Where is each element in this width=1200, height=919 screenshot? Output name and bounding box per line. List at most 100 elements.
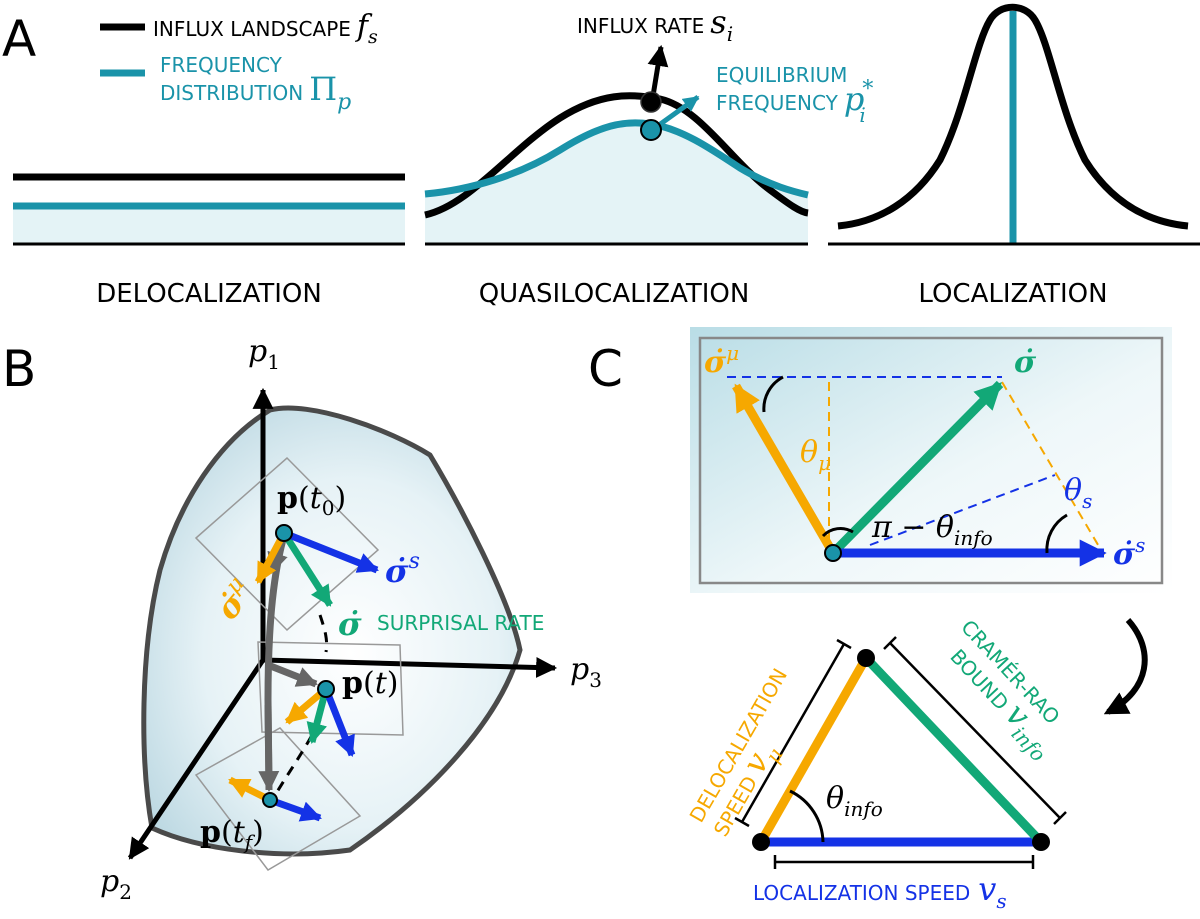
speed-triangle: θinfo DELOCALIZATION SPEEDvμ CRAMÉR-RAO … [684, 615, 1067, 913]
sigma-mu-vector-t0 [254, 531, 288, 584]
localization-label: LOCALIZATION [918, 279, 1107, 309]
influx-rate-symbol: s [710, 3, 726, 41]
equilibrium-symbol: p [844, 80, 864, 118]
svg-text:σ̇s: σ̇s [385, 549, 420, 590]
sigma-s-c-symbol: σ̇ [1113, 537, 1136, 572]
sigma-label-symbol: σ̇ [338, 605, 362, 643]
delocalization-fill [13, 206, 405, 244]
triangle-vertex-right [1032, 833, 1050, 851]
point-t0-open: ( [298, 481, 310, 516]
cr-bracket-cap1 [883, 636, 897, 650]
point-t0-bold: p [277, 481, 298, 516]
axis-p3-sub: 3 [589, 668, 602, 692]
panel-b-label: B [2, 340, 36, 398]
axis-p2-symbol: p [100, 864, 119, 899]
equilibrium-line2: FREQUENCY [716, 91, 839, 115]
trajectory-arrow-3 [258, 704, 280, 793]
svg-text:p1: p1 [248, 334, 280, 374]
svg-text:θinfo: θinfo [826, 781, 883, 821]
panel-b: B p1 p3 p2 [2, 334, 602, 904]
vector-box [698, 336, 1164, 585]
theta-info-sub: info [844, 797, 883, 821]
legend-landscape-text: INFLUX LANDSCAPE [153, 17, 351, 41]
pi-theta-sub: info [954, 526, 993, 550]
point-t-symbol: t [375, 666, 388, 701]
pi-theta-symbol: π − θ [871, 510, 954, 545]
loc-speed-symbol: v [978, 870, 996, 908]
point-t-close: ) [387, 666, 399, 701]
theta-s-symbol: θ [1064, 473, 1082, 508]
point-t0-close: ) [335, 481, 347, 516]
sigma-s-vector-t [322, 687, 356, 757]
cr-bracket-cap2 [1053, 811, 1067, 825]
sigma-mu-vector-c [732, 383, 837, 556]
svg-text:p(tf): p(tf) [200, 815, 264, 854]
triangle-vertex-top [857, 649, 875, 667]
trajectory-dashed [318, 614, 329, 653]
panel-c: C σ̇μ σ̇ σ̇s θμ θs [588, 327, 1172, 913]
dashed-diagonal [869, 474, 1056, 546]
axis-p2-sub: 2 [119, 880, 132, 904]
legend-landscape-sub: s [368, 26, 378, 48]
quasilocalization-label: QUASILOCALIZATION [479, 279, 750, 309]
point-tf-bold: p [200, 815, 221, 850]
point-tf-symbol: t [233, 815, 246, 850]
sigma-vector-c [829, 380, 1004, 557]
point-tf [262, 792, 278, 808]
transition-arrow [1103, 617, 1148, 715]
influx-rate-point [640, 91, 662, 113]
delocalization-label: DELOCALIZATION [96, 279, 322, 309]
point-tf-close: ) [252, 815, 264, 850]
axis-p1-symbol: p [248, 334, 267, 369]
tangent-plane-tf [194, 727, 362, 871]
legend-frequency-line2: DISTRIBUTION [160, 81, 303, 105]
point-t-bold: p [342, 666, 363, 701]
svg-text:π − θinfo: π − θinfo [871, 510, 993, 550]
point-t-open: ( [363, 666, 375, 701]
svg-text:p(t): p(t) [342, 666, 398, 701]
svg-text:p3: p3 [570, 652, 602, 692]
point-t0-sub: 0 [322, 496, 335, 520]
legend-frequency-sub: p [337, 90, 351, 115]
axis-p2 [127, 658, 266, 860]
triangle-cramer-rao-side [862, 654, 1045, 846]
theta-mu-sub: μ [818, 451, 831, 475]
deloc-bracket [740, 643, 846, 823]
dashed-right-line [1001, 381, 1105, 556]
tangent-plane-t [257, 641, 404, 736]
equilibrium-line1: EQUILIBRIUM [716, 63, 847, 87]
svg-text:p2: p2 [100, 864, 132, 904]
triangle-delocalization-side [757, 655, 870, 845]
influx-rate-text: INFLUX RATE [577, 14, 704, 38]
legend-frequency-symbol: Π [309, 70, 337, 108]
origin-point-c [824, 544, 842, 562]
surprisal-rate-text: SURPRISAL RATE [377, 611, 544, 635]
simplex-surface [141, 405, 523, 857]
localization-landscape-curve [837, 3, 1189, 230]
svg-text:σ̇: σ̇ [338, 605, 362, 643]
svg-text:σ̇μ: σ̇μ [704, 341, 739, 380]
point-t0-symbol: t [310, 481, 323, 516]
triangle-vertex-left [752, 833, 770, 851]
influx-rate-sub: i [727, 22, 733, 46]
svg-text:θs: θs [1064, 473, 1092, 513]
delocalization-plot: DELOCALIZATION [13, 173, 405, 309]
cr-bracket [889, 642, 1061, 819]
theta-s-arc [1045, 513, 1068, 554]
sigma-mu-c-sup: μ [726, 341, 739, 365]
equilibrium-point [640, 119, 662, 141]
axis-p3 [262, 656, 558, 678]
sigma-c-symbol: σ̇ [1014, 345, 1037, 380]
panel-a-label: A [2, 10, 36, 68]
svg-text:σ̇: σ̇ [1014, 345, 1037, 380]
point-t [317, 680, 335, 698]
localization-plot: LOCALIZATION [828, 3, 1200, 309]
